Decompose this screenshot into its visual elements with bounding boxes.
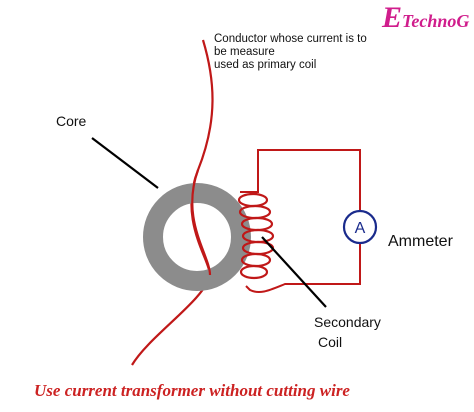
secondary-coil [237, 192, 275, 280]
ammeter-circle [342, 209, 378, 245]
secondary-circuit-wire [240, 149, 361, 294]
ammeter-symbol: A [355, 220, 366, 237]
logo-letter: E [382, 1, 403, 34]
core-pointer-line [91, 137, 159, 189]
conductor-label-line1: Conductor whose current is to [214, 33, 367, 45]
diagram-caption: Use current transformer without cutting … [34, 381, 350, 400]
toroid-core [143, 183, 251, 291]
conductor-label-line3: used as primary coil [214, 59, 317, 71]
logo-text: TechnoG [402, 11, 470, 31]
primary-wire-front [191, 169, 212, 276]
core-label: Core [56, 113, 87, 129]
etechnog-logo: ETechnoG [382, 3, 469, 33]
conductor-label: Conductor whose current is to be measure… [214, 33, 367, 72]
secondary-pointer-line [261, 236, 327, 308]
secondary-label-line1: Secondary [314, 314, 381, 330]
primary-conductor-wire [131, 39, 214, 366]
conductor-label-line2: be measure [214, 46, 275, 58]
secondary-coil-label: Secondary Coil [314, 312, 381, 352]
secondary-label-line2: Coil [318, 334, 343, 350]
ammeter-label: Ammeter [388, 233, 453, 250]
